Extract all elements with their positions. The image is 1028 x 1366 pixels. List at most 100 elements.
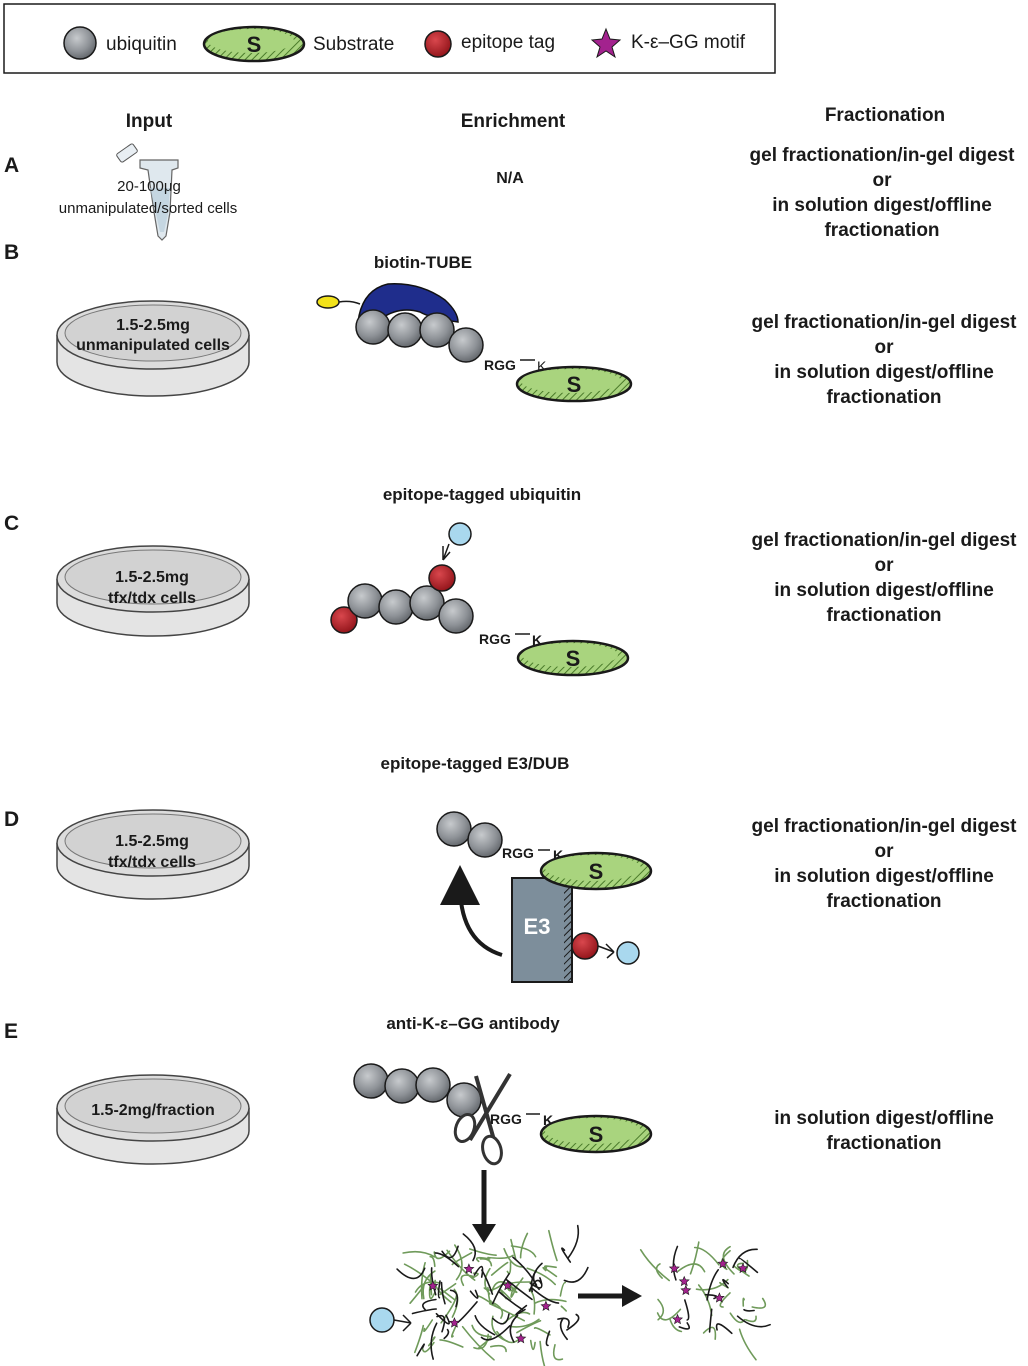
antibody-icon xyxy=(442,543,451,561)
ubiquitin-icon xyxy=(347,583,383,619)
row-d-antibody-bead-icon xyxy=(616,941,640,965)
ubiquitin-icon xyxy=(384,1068,420,1104)
row-b-fractionation: gel fractionation/in-gel digest or in so… xyxy=(752,312,1018,408)
peptide-mixture-icon xyxy=(396,1224,589,1366)
row-c-rgg: RGG xyxy=(479,631,511,647)
row-e-ubiquitin-chain xyxy=(353,1063,482,1118)
motif-star-icon xyxy=(680,1284,692,1296)
motif-star-icon xyxy=(502,1279,514,1291)
motif-star-icon xyxy=(713,1292,725,1303)
column-header-fractionation: Fractionation xyxy=(825,105,945,126)
ubiquitin-icon xyxy=(415,1067,451,1103)
ubiquitin-icon xyxy=(63,26,97,60)
legend-motif-label: K-ε–GG motif xyxy=(631,32,746,53)
row-c-illustration xyxy=(442,522,472,561)
row-d-input-description: tfx/tdx cells xyxy=(108,854,196,871)
row-d-frac-line3: in solution digest/offline xyxy=(774,866,994,887)
row-b-enrichment-label: biotin-TUBE xyxy=(374,253,472,272)
row-d-antibody-icon xyxy=(597,943,615,959)
ubiquitin-icon xyxy=(355,309,391,345)
row-b-k: K xyxy=(537,358,547,374)
row-e-petri-dish xyxy=(56,1074,250,1165)
row-b-frac-line1: gel fractionation/in-gel digest xyxy=(752,312,1018,333)
row-b-substrate-icon: S xyxy=(515,365,633,403)
row-e-input-amount: 1.5-2mg/fraction xyxy=(91,1102,215,1119)
e3-label: E3 xyxy=(524,914,551,939)
substrate-letter: S xyxy=(589,859,604,884)
row-e-substrate-icon: S xyxy=(539,1114,653,1154)
row-d-frac-line2: or xyxy=(875,841,895,862)
row-b-letter: B xyxy=(4,241,19,264)
ubiquitin-icon xyxy=(436,811,472,847)
row-c-frac-line2: or xyxy=(875,555,895,576)
row-d-k: K xyxy=(553,847,563,863)
row-d-frac-line4: fractionation xyxy=(826,891,941,912)
substrate-letter: S xyxy=(567,372,582,397)
substrate-letter: S xyxy=(589,1122,604,1147)
row-e-fractionation: in solution digest/offline fractionation xyxy=(774,1108,994,1154)
row-d-petri-dish xyxy=(56,809,250,900)
motif-star-icon xyxy=(590,27,622,59)
row-d-epitope-tag-icon xyxy=(571,932,599,960)
row-e-antibody-icon xyxy=(393,1314,412,1332)
ubiquitin-icon xyxy=(378,589,414,625)
motif-star-icon xyxy=(515,1332,527,1344)
ubiquitin-icon xyxy=(448,327,484,363)
row-c-fractionation: gel fractionation/in-gel digest or in so… xyxy=(752,530,1018,626)
row-e-rgg: RGG xyxy=(490,1111,522,1127)
row-d-frac-line1: gel fractionation/in-gel digest xyxy=(752,816,1018,837)
row-b-petri-dish xyxy=(56,300,250,397)
row-d-rgg: RGG xyxy=(502,845,534,861)
row-a-input-description: unmanipulated/sorted cells xyxy=(59,200,237,217)
row-b-ubiquitin-chain xyxy=(355,309,484,363)
row-e-antibody-bead-icon xyxy=(369,1307,395,1333)
motif-star-icon xyxy=(737,1262,749,1274)
row-c-frac-line3: in solution digest/offline xyxy=(774,580,994,601)
legend-ubiquitin-label: ubiquitin xyxy=(106,34,177,55)
right-arrow-head-icon xyxy=(622,1285,642,1307)
row-a-letter: A xyxy=(4,154,19,177)
motif-star-icon xyxy=(717,1257,729,1269)
legend-substrate-label: Substrate xyxy=(313,34,394,55)
row-d-input-amount: 1.5-2.5mg xyxy=(115,833,189,850)
antibody-bead-icon xyxy=(448,522,472,546)
row-b-frac-line3: in solution digest/offline xyxy=(774,362,994,383)
row-c-substrate-icon: S xyxy=(516,639,630,677)
row-c-enrichment-label: epitope-tagged ubiquitin xyxy=(383,485,581,504)
column-header-input: Input xyxy=(126,111,173,132)
legend-epitope-label: epitope tag xyxy=(461,32,555,53)
row-c-input-amount: 1.5-2.5mg xyxy=(115,569,189,586)
motif-star-icon xyxy=(540,1300,552,1311)
eppendorf-tube-icon xyxy=(116,143,179,241)
curved-arrow-icon xyxy=(440,865,503,957)
row-d-enrichment-label: epitope-tagged E3/DUB xyxy=(381,754,570,773)
row-c-ubiquitin-chain xyxy=(330,564,474,634)
e3-ligase-icon: E3 xyxy=(511,877,573,983)
row-c-k: K xyxy=(532,632,542,648)
column-header-enrichment: Enrichment xyxy=(461,111,566,132)
motif-star-icon xyxy=(678,1275,690,1287)
motif-star-icon xyxy=(668,1262,680,1274)
biotin-icon xyxy=(316,295,340,309)
motif-star-icon xyxy=(448,1317,460,1328)
row-d-fractionation: gel fractionation/in-gel digest or in so… xyxy=(752,816,1018,912)
row-e-letter: E xyxy=(4,1020,18,1043)
scissors-icon xyxy=(453,1072,512,1166)
row-c-frac-line4: fractionation xyxy=(826,605,941,626)
legend-substrate-letter: S xyxy=(247,32,262,57)
row-a-fractionation: gel fractionation/in-gel digest or in so… xyxy=(750,145,1016,241)
substrate-letter: S xyxy=(566,646,581,671)
row-b-input-description: unmanipulated cells xyxy=(76,337,230,354)
row-a-frac-line4: fractionation xyxy=(824,220,939,241)
substrate-icon: S xyxy=(202,25,306,63)
ubiquitin-icon xyxy=(438,598,474,634)
row-e-enrichment-label: anti-K-ε–GG antibody xyxy=(386,1014,560,1033)
row-c-petri-dish xyxy=(56,545,250,637)
row-e-k: K xyxy=(543,1112,553,1128)
row-c-frac-line1: gel fractionation/in-gel digest xyxy=(752,530,1018,551)
ubiquitin-icon xyxy=(387,312,423,348)
row-c-input-description: tfx/tdx cells xyxy=(108,590,196,607)
ubiquitin-icon xyxy=(419,312,455,348)
